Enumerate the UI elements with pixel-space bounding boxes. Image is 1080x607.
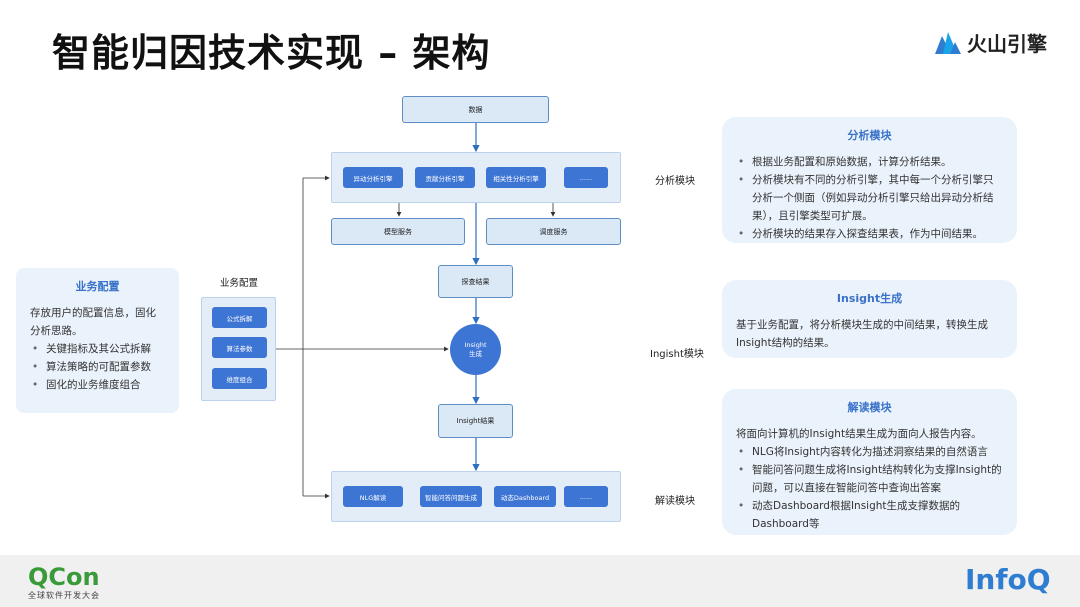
qcon-brand: QCon 全球软件开发大会 bbox=[28, 565, 100, 601]
dimension-combo: 维度组合 bbox=[212, 368, 267, 389]
brand-logo: 火山引擎 bbox=[935, 28, 1047, 57]
anomaly-engine: 异动分析引擎 bbox=[343, 167, 403, 188]
business-config-card: 业务配置 存放用户的配置信息，固化分析思路。 关键指标及其公式拆解 算法策略的可… bbox=[16, 268, 179, 413]
list-item: 智能问答问题生成将Insight结构转化为支撑Insight的问题，可以直接在智… bbox=[736, 461, 1003, 497]
qcon-logo: QCon bbox=[28, 563, 100, 591]
analysis-card: 分析模块 根据业务配置和原始数据，计算分析结果。 分析模块有不同的分析引擎，其中… bbox=[722, 117, 1017, 243]
brand-name: 火山引擎 bbox=[967, 32, 1047, 56]
analysis-card-list: 根据业务配置和原始数据，计算分析结果。 分析模块有不同的分析引擎，其中每一个分析… bbox=[736, 153, 1003, 243]
data-node: 数据 bbox=[402, 96, 549, 123]
schedule-service: 调度服务 bbox=[486, 218, 621, 245]
analysis-module-label: 分析模块 bbox=[655, 176, 695, 187]
algorithm-params: 算法参数 bbox=[212, 337, 267, 358]
qa-question-gen: 智能问答问题生成 bbox=[420, 486, 482, 507]
list-item: NLG将Insight内容转化为描述洞察结果的自然语言 bbox=[736, 443, 1003, 461]
insight-result: Insight结果 bbox=[438, 404, 513, 438]
insight-module-label: Ingisht模块 bbox=[650, 349, 704, 360]
infoq-logo: InfoQ bbox=[965, 563, 1051, 596]
more-interpret: ...... bbox=[564, 486, 608, 507]
analysis-card-title: 分析模块 bbox=[847, 129, 892, 142]
business-config-list: 关键指标及其公式拆解 算法策略的可配置参数 固化的业务维度组合 bbox=[30, 340, 165, 394]
list-item: 分析模块的结果存入探查结果表，作为中间结果。 bbox=[736, 225, 1003, 243]
model-service: 模型服务 bbox=[331, 218, 465, 245]
list-item: 算法策略的可配置参数 bbox=[30, 358, 165, 376]
qcon-subtitle: 全球软件开发大会 bbox=[28, 591, 100, 600]
interpret-card-list: NLG将Insight内容转化为描述洞察结果的自然语言 智能问答问题生成将Ins… bbox=[736, 443, 1003, 533]
interpret-card-title: 解读模块 bbox=[847, 401, 892, 414]
interpret-card: 解读模块 将面向计算机的Insight结果生成为面向人报告内容。 NLG将Ins… bbox=[722, 389, 1017, 535]
interpret-module-label: 解读模块 bbox=[655, 496, 695, 507]
config-label: 业务配置 bbox=[220, 278, 259, 289]
correlation-engine: 相关性分析引擎 bbox=[486, 167, 546, 188]
insight-gen-line1: Insight bbox=[464, 341, 487, 350]
slide-title: 智能归因技术实现 – 架构 bbox=[52, 31, 491, 75]
connector-lines bbox=[276, 123, 556, 499]
dynamic-dashboard: 动态Dashboard bbox=[494, 486, 556, 507]
architecture-diagram: 数据 异动分析引擎 贡献分析引擎 相关性分析引擎 ...... 模型服务 调度服… bbox=[201, 96, 704, 522]
interpret-card-intro: 将面向计算机的Insight结果生成为面向人报告内容。 bbox=[736, 428, 982, 440]
volcano-icon bbox=[935, 31, 961, 54]
formula-breakdown: 公式拆解 bbox=[212, 307, 267, 328]
insight-gen-line2: 生成 bbox=[469, 349, 482, 358]
footer-bar: QCon 全球软件开发大会 InfoQ bbox=[0, 555, 1080, 607]
contribution-engine: 贡献分析引擎 bbox=[415, 167, 475, 188]
list-item: 动态Dashboard根据Insight生成支撑数据的Dashboard等 bbox=[736, 497, 1003, 533]
insight-card: Insight生成 基于业务配置，将分析模块生成的中间结果，转换生成Insigh… bbox=[722, 280, 1017, 358]
business-config-intro: 存放用户的配置信息，固化分析思路。 bbox=[30, 307, 156, 337]
insight-card-text: 基于业务配置，将分析模块生成的中间结果，转换生成Insight结构的结果。 bbox=[736, 319, 988, 349]
list-item: 根据业务配置和原始数据，计算分析结果。 bbox=[736, 153, 1003, 171]
more-engines: ...... bbox=[564, 167, 608, 188]
list-item: 固化的业务维度组合 bbox=[30, 376, 165, 394]
business-config-title: 业务配置 bbox=[75, 280, 120, 293]
explore-result: 探查结果 bbox=[438, 265, 513, 298]
list-item: 关键指标及其公式拆解 bbox=[30, 340, 165, 358]
insight-card-title: Insight生成 bbox=[836, 292, 903, 305]
list-item: 分析模块有不同的分析引擎，其中每一个分析引擎只分析一个侧面（例如异动分析引擎只给… bbox=[736, 171, 1003, 225]
nlg-interpret: NLG解读 bbox=[343, 486, 403, 507]
insight-gen-node: Insight 生成 bbox=[450, 324, 501, 375]
